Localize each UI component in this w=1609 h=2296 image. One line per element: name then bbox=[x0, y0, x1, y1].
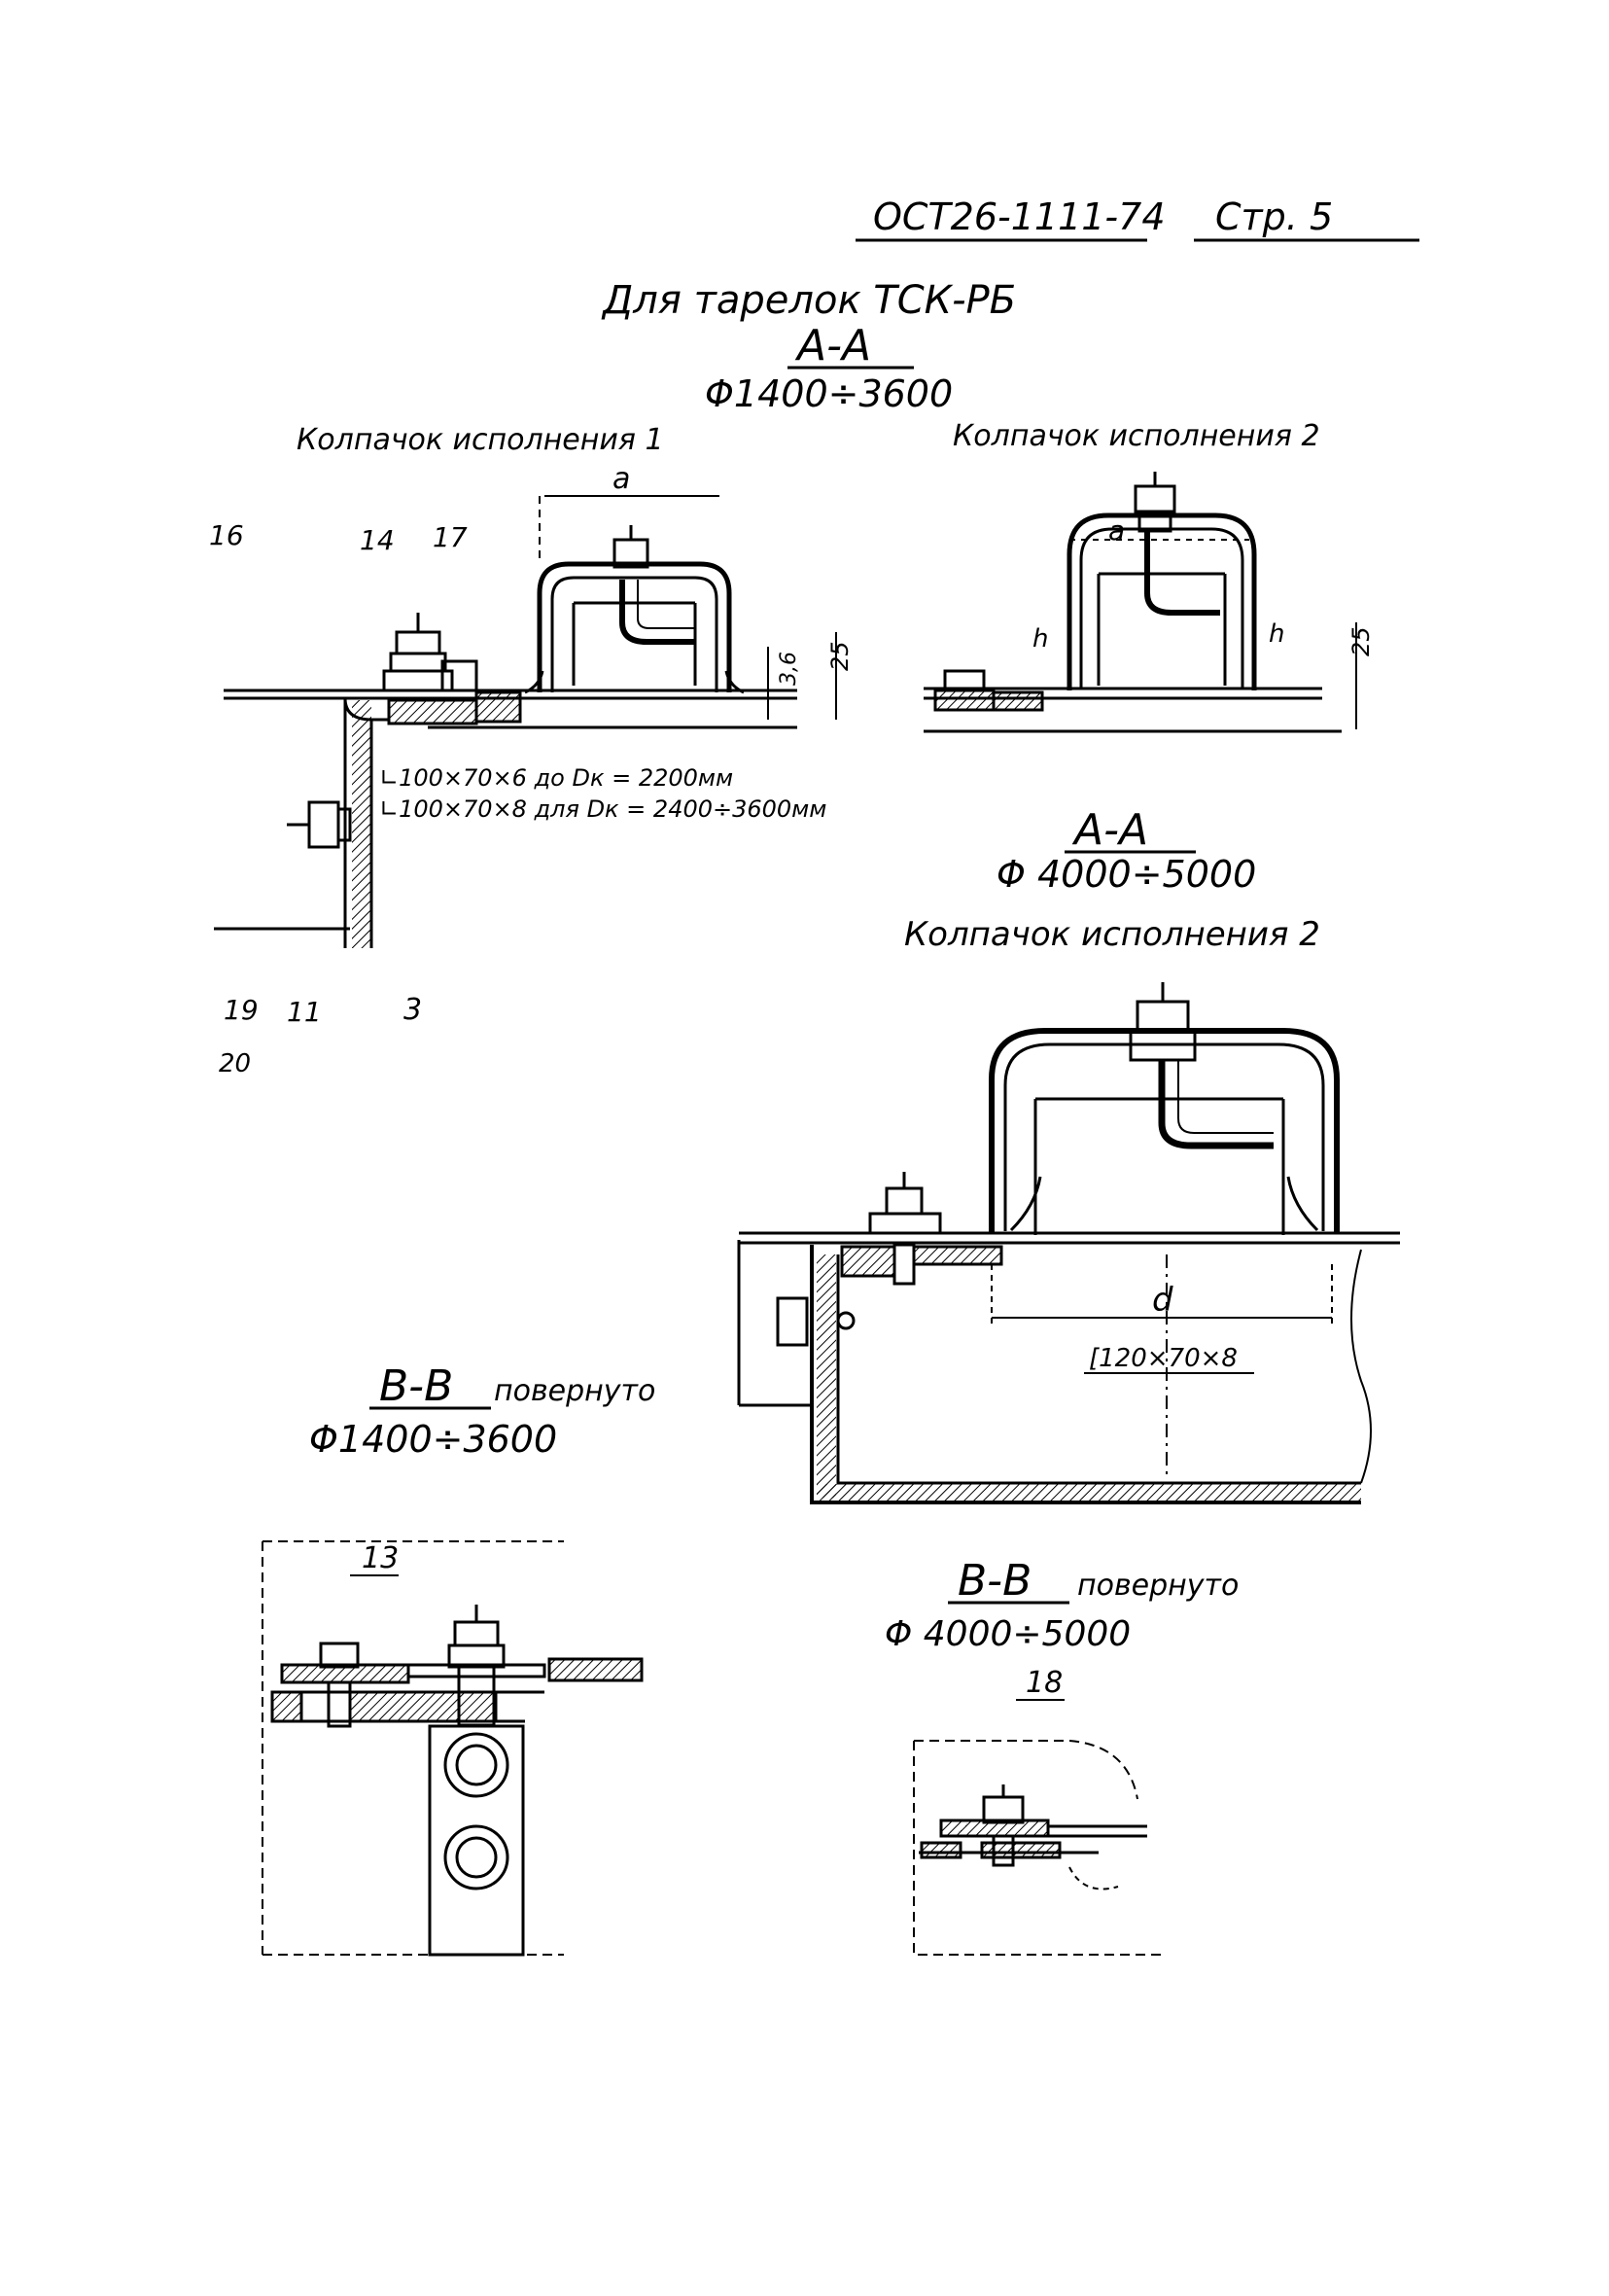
standard-code: ОСТ26-1111-74 bbox=[873, 195, 1166, 238]
dim-a-label: a bbox=[612, 462, 630, 496]
section-aa-large: А-А Φ 4000÷5000 Колпачок исполнения 2 bbox=[904, 805, 1320, 954]
dim-36-label: 3,6 bbox=[777, 652, 801, 686]
section-aa2-range: Φ 4000÷5000 bbox=[997, 853, 1256, 896]
section-bb-label: В-В bbox=[379, 1361, 453, 1411]
callout-3: 3 bbox=[403, 993, 422, 1027]
bb-small-drawing bbox=[262, 1540, 644, 1957]
large-cap-labels: d [120×70×8 bbox=[1089, 1281, 1238, 1373]
cap-variant2-labels: a h h 25 bbox=[1032, 514, 1375, 656]
cap-variant1-labels: a 3,6 25 ∟100×70×6 до Dк = 2200мм ∟100×7… bbox=[209, 462, 854, 1078]
callout-17: 17 bbox=[433, 521, 468, 553]
dim-a-label-v2: a bbox=[1108, 514, 1125, 547]
angle-note-1: ∟100×70×6 до Dк = 2200мм bbox=[379, 764, 733, 792]
header: ОСТ26-1111-74 Стр. 5 bbox=[856, 195, 1419, 242]
section-bb2-label: В-В bbox=[958, 1556, 1032, 1606]
dim-h-label-right: h bbox=[1269, 619, 1284, 649]
dim-25-label-left: 25 bbox=[826, 641, 854, 671]
section-aa-range: Φ1400÷3600 bbox=[705, 372, 953, 415]
section-bb2-suffix: повернуто bbox=[1077, 1569, 1239, 1603]
callout-18: 18 bbox=[1026, 1666, 1063, 1700]
callout-20: 20 bbox=[219, 1049, 251, 1078]
section-aa2-caption: Колпачок исполнения 2 bbox=[904, 915, 1320, 954]
cap-variant1-drawing bbox=[214, 495, 837, 948]
callout-14: 14 bbox=[360, 524, 395, 556]
dim-h-label: h bbox=[1032, 624, 1048, 653]
large-cap-drawing bbox=[737, 982, 1400, 1504]
section-bb-range: Φ1400÷3600 bbox=[309, 1418, 557, 1461]
callout-19: 19 bbox=[224, 994, 259, 1026]
section-bb-small: В-В повернуто Φ1400÷3600 13 bbox=[309, 1361, 655, 1576]
variant1-caption: Колпачок исполнения 1 bbox=[297, 423, 664, 457]
section-bb2-range: Φ 4000÷5000 bbox=[885, 1614, 1131, 1654]
channel-note: [120×70×8 bbox=[1089, 1344, 1238, 1373]
sheet-title: Для тарелок ТСК-РБ bbox=[601, 278, 1016, 323]
bb-large-drawing bbox=[913, 1740, 1167, 1956]
section-bb-suffix: повернуто bbox=[494, 1374, 655, 1408]
section-aa2-label: А-А bbox=[1071, 805, 1148, 855]
cap-variant2-drawing bbox=[924, 472, 1357, 733]
section-aa-small: А-А Φ1400÷3600 Колпачок исполнения 1 Кол… bbox=[297, 321, 1320, 457]
section-aa-label: А-А bbox=[794, 321, 871, 371]
dim-25-label-right: 25 bbox=[1347, 626, 1375, 656]
callout-11: 11 bbox=[287, 996, 322, 1028]
page-label: Стр. 5 bbox=[1215, 195, 1333, 238]
callout-16: 16 bbox=[209, 519, 244, 551]
dim-d-label: d bbox=[1152, 1281, 1173, 1320]
section-bb-large: В-В повернуто Φ 4000÷5000 18 bbox=[885, 1556, 1239, 1701]
angle-note-2: ∟100×70×8 для Dк = 2400÷3600мм bbox=[379, 795, 826, 823]
variant2-caption: Колпачок исполнения 2 bbox=[953, 419, 1320, 453]
callout-13: 13 bbox=[362, 1541, 399, 1575]
